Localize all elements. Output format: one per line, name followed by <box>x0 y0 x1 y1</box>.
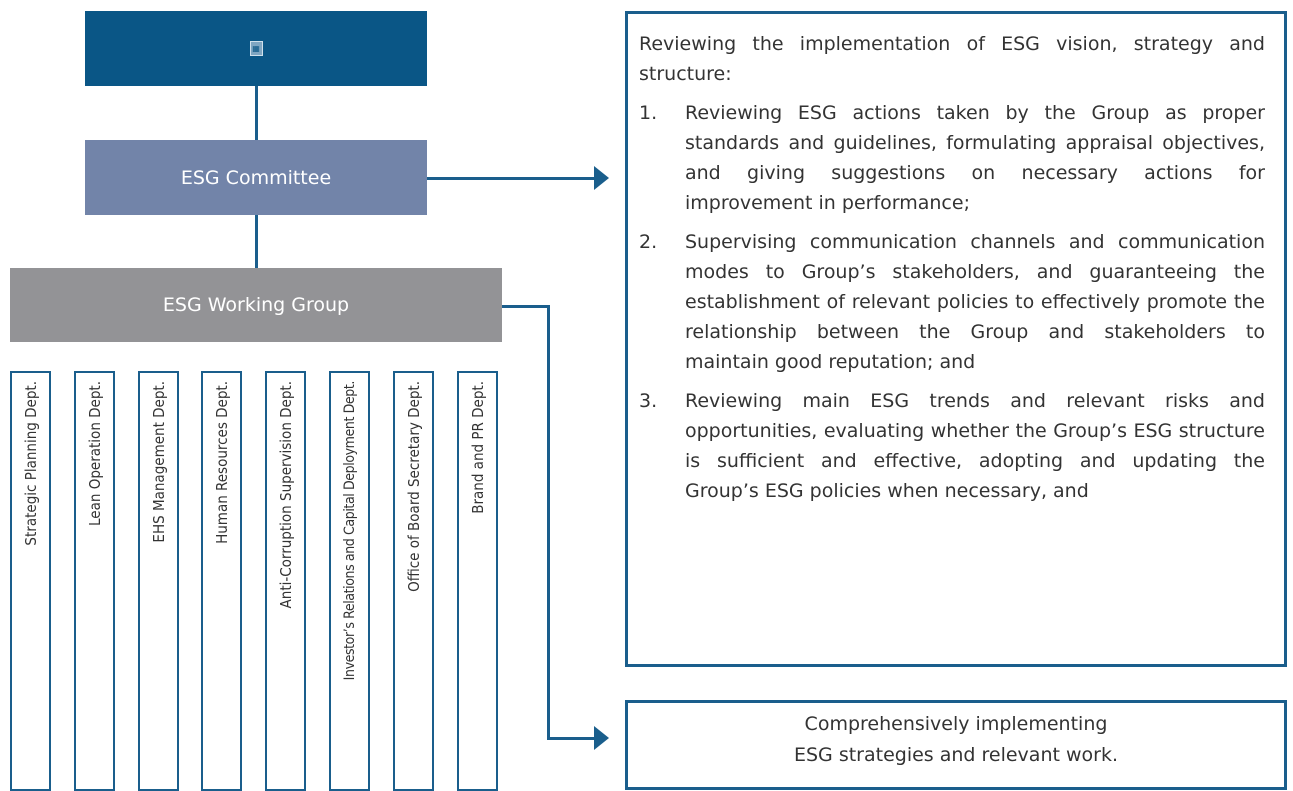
dept-board-secretary: Office of Board Secretary Dept. <box>393 371 434 791</box>
item-text: Reviewing ESG actions taken by the Group… <box>685 102 1265 214</box>
esg-committee-box: ESG Committee <box>85 140 427 215</box>
list-item: 1. Reviewing ESG actions taken by the Gr… <box>639 98 1265 218</box>
dept-anti-corruption: Anti-Corruption Supervision Dept. <box>265 371 306 791</box>
item-number: 3. <box>639 390 658 412</box>
dept-label: EHS Management Dept. <box>149 381 168 543</box>
responsibilities-intro: Reviewing the implementation of ESG visi… <box>639 33 1265 85</box>
board-committee-connector <box>255 86 258 140</box>
committee-responsibilities-box: Reviewing the implementation of ESG visi… <box>625 11 1287 667</box>
working-arrow-head <box>594 726 609 750</box>
dept-brand-pr: Brand and PR Dept. <box>457 371 498 791</box>
dept-strategic-planning: Strategic Planning Dept. <box>10 371 51 791</box>
item-number: 2. <box>639 231 658 253</box>
dept-human-resources: Human Resources Dept. <box>201 371 242 791</box>
item-number: 1. <box>639 102 658 124</box>
esg-working-group-box: ESG Working Group <box>10 268 502 342</box>
esg-working-group-label: ESG Working Group <box>162 294 350 316</box>
dept-label: Investor’s Relations and Capital Deploym… <box>341 381 358 681</box>
dept-ehs-management: EHS Management Dept. <box>138 371 179 791</box>
dept-label: Lean Operation Dept. <box>85 381 104 526</box>
committee-working-connector <box>255 215 258 268</box>
dept-label: Anti-Corruption Supervision Dept. <box>276 381 295 609</box>
working-arrow-line-vertical <box>547 305 550 739</box>
item-text: Supervising communication channels and c… <box>685 231 1265 373</box>
dept-investor-relations: Investor’s Relations and Capital Deploym… <box>329 371 370 791</box>
dept-label: Brand and PR Dept. <box>468 381 487 514</box>
item-text: Reviewing main ESG trends and relevant r… <box>685 390 1265 502</box>
esg-committee-label: ESG Committee <box>180 166 332 189</box>
dept-lean-operation: Lean Operation Dept. <box>74 371 115 791</box>
board-box: ▦ <box>85 11 427 86</box>
list-item: 3. Reviewing main ESG trends and relevan… <box>639 386 1265 506</box>
image-placeholder-icon: ▦ <box>249 41 263 56</box>
implementation-line-1: Comprehensively implementing <box>804 713 1108 735</box>
working-group-responsibilities-box: Comprehensively implementing ESG strateg… <box>625 700 1287 790</box>
responsibilities-list: 1. Reviewing ESG actions taken by the Gr… <box>639 98 1265 506</box>
working-arrow-line-top <box>502 305 550 308</box>
dept-label: Human Resources Dept. <box>212 381 231 544</box>
working-arrow-line-bottom <box>547 737 595 740</box>
dept-label: Strategic Planning Dept. <box>21 381 40 546</box>
committee-arrow-head <box>594 166 609 190</box>
committee-arrow-line <box>427 177 595 180</box>
dept-label: Office of Board Secretary Dept. <box>404 381 423 592</box>
implementation-line-2: ESG strategies and relevant work. <box>793 744 1118 766</box>
list-item: 2. Supervising communication channels an… <box>639 227 1265 377</box>
